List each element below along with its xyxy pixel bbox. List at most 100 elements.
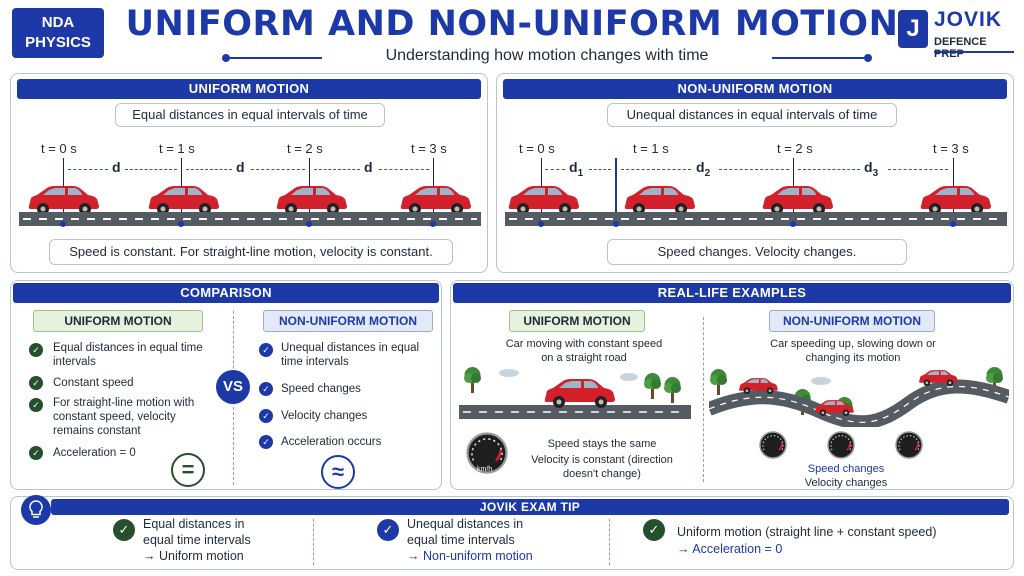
tip-2-result: → Non-uniform motion xyxy=(407,549,533,563)
uniform-gap-arrow-1a xyxy=(68,169,108,170)
uniform-caption: Speed is constant. For straight-line mot… xyxy=(49,239,453,265)
exam-tip-header: JOVIK EXAM TIP xyxy=(51,499,1009,515)
vs-badge: VS xyxy=(216,370,250,404)
check-icon: ✓ xyxy=(259,382,273,396)
comparison-nonuniform-item-4: Acceleration occurs xyxy=(281,436,382,448)
uniform-gap-arrow-3a xyxy=(314,169,360,170)
comparison-divider-top xyxy=(233,311,234,393)
approx-icon: ≈ xyxy=(321,455,355,489)
nonuniform-distance-1: d1 xyxy=(569,159,584,179)
curvy-road-scene xyxy=(709,367,1009,427)
tip-1-result: → Uniform motion xyxy=(143,549,244,563)
uniform-gap-arrow-2a xyxy=(186,169,232,170)
tip-1-line-1: Equal distances in xyxy=(143,517,245,531)
comparison-header: COMPARISON xyxy=(13,283,439,303)
comparison-panel: COMPARISON UNIFORM MOTION NON-UNIFORM MO… xyxy=(10,280,442,490)
badge-line-2: PHYSICS xyxy=(25,34,91,51)
exam-tip-panel: JOVIK EXAM TIP ✓ Equal distances in equa… xyxy=(10,495,1014,570)
comparison-nonuniform-item-2: Speed changes xyxy=(281,383,361,395)
nda-physics-badge: NDA PHYSICS xyxy=(12,8,104,58)
comparison-uniform-item-4: Acceleration = 0 xyxy=(53,447,136,459)
check-icon: ✓ xyxy=(377,519,399,541)
uniform-road xyxy=(19,212,481,226)
comparison-divider-bottom xyxy=(233,407,234,485)
nonuniform-time-0: t = 0 s xyxy=(519,141,555,156)
logo-mark-icon: J xyxy=(898,10,928,48)
nonuniform-time-2: t = 2 s xyxy=(777,141,813,156)
examples-header: REAL-LIFE EXAMPLES xyxy=(453,283,1011,303)
check-icon: ✓ xyxy=(259,435,273,449)
nonuniform-motion-header: NON-UNIFORM MOTION xyxy=(503,79,1007,99)
tip-3-line-1: Uniform motion (straight line + constant… xyxy=(677,525,937,539)
nonuniform-position-dot-3 xyxy=(950,221,956,227)
nonuniform-gap-arrow-3b xyxy=(888,169,948,170)
nonuniform-time-1: t = 1 s xyxy=(633,141,669,156)
nonuniform-time-3: t = 3 s xyxy=(933,141,969,156)
uniform-gap-arrow-3b xyxy=(379,169,429,170)
tip-divider-2 xyxy=(609,519,610,565)
nonuniform-road xyxy=(505,212,1007,226)
check-icon: ✓ xyxy=(29,446,43,460)
nonuniform-distance-3: d3 xyxy=(864,159,879,179)
tip-3-result: → Acceleration = 0 xyxy=(677,542,783,556)
check-icon: ✓ xyxy=(113,519,135,541)
uniform-position-dot-0 xyxy=(60,221,66,227)
changing-speedometers xyxy=(759,431,923,459)
lightbulb-icon xyxy=(21,495,51,525)
subtitle-bar: Understanding how motion changes with ti… xyxy=(222,47,872,67)
check-icon: ✓ xyxy=(259,409,273,423)
nonuniform-position-dot-2 xyxy=(790,221,796,227)
uniform-position-dot-1 xyxy=(178,221,184,227)
subtitle-dot-right xyxy=(864,54,872,62)
uniform-distance-1: d xyxy=(112,159,121,175)
gauge-unit: km/h xyxy=(477,466,493,473)
nonuniform-position-dot-1 xyxy=(613,221,619,227)
nonuniform-gap-arrow-1b xyxy=(589,169,611,170)
uniform-gap-arrow-2b xyxy=(251,169,305,170)
tip-1-line-2: equal time intervals xyxy=(143,533,251,547)
uniform-time-0: t = 0 s xyxy=(41,141,77,156)
comparison-uniform-item-3: For straight-line motion with constant s… xyxy=(53,397,195,437)
uniform-time-3: t = 3 s xyxy=(411,141,447,156)
uniform-position-dot-3 xyxy=(430,221,436,227)
real-life-examples-panel: REAL-LIFE EXAMPLES UNIFORM MOTION Car mo… xyxy=(450,280,1014,490)
nonuniform-position-dot-0 xyxy=(538,221,544,227)
check-icon: ✓ xyxy=(29,398,43,412)
nonuniform-caption: Speed changes. Velocity changes. xyxy=(607,239,907,265)
tip-2-line-1: Unequal distances in xyxy=(407,517,524,531)
uniform-gap-arrow-1b xyxy=(125,169,177,170)
badge-line-1: NDA xyxy=(41,14,75,31)
check-icon: ✓ xyxy=(643,519,665,541)
examples-nonuniform-description: Car speeding up, slowing down or changin… xyxy=(770,338,936,364)
logo-subtitle: DEFENCE PREP xyxy=(934,36,987,60)
nonuniform-gap-arrow-3a xyxy=(798,169,860,170)
jovik-logo: J JOVIK DEFENCE PREP xyxy=(898,8,1016,60)
examples-uniform-note-1: Speed stays the same xyxy=(547,438,657,450)
equals-icon: = xyxy=(171,453,205,487)
logo-underline xyxy=(934,51,1014,53)
uniform-road-markings xyxy=(23,218,477,220)
uniform-distance-3: d xyxy=(364,159,373,175)
comparison-uniform-item-1: Equal distances in equal time intervals xyxy=(53,342,203,368)
examples-nonuniform-note-1: Speed changes xyxy=(807,463,885,475)
subtitle-dot-left xyxy=(222,54,230,62)
straight-road-scene xyxy=(459,367,691,419)
nonuniform-motion-panel: NON-UNIFORM MOTION Unequal distances in … xyxy=(496,73,1014,273)
examples-uniform-title: UNIFORM MOTION xyxy=(509,310,645,332)
examples-nonuniform-title: NON-UNIFORM MOTION xyxy=(769,310,935,332)
nonuniform-gap-arrow-1a xyxy=(545,169,565,170)
uniform-definition: Equal distances in equal intervals of ti… xyxy=(115,103,385,127)
uniform-position-dot-2 xyxy=(306,221,312,227)
check-icon: ✓ xyxy=(259,343,273,357)
examples-uniform-note-2: Velocity is constant (direction doesn't … xyxy=(531,454,673,480)
page-subtitle: Understanding how motion changes with ti… xyxy=(322,47,772,65)
check-icon: ✓ xyxy=(29,343,43,357)
nonuniform-definition: Unequal distances in equal intervals of … xyxy=(607,103,897,127)
comparison-uniform-item-2: Constant speed xyxy=(53,377,134,389)
nonuniform-marker-1 xyxy=(615,158,617,224)
check-icon: ✓ xyxy=(29,376,43,390)
tip-divider-1 xyxy=(313,519,314,565)
nonuniform-road-markings xyxy=(509,218,1003,220)
comparison-uniform-title: UNIFORM MOTION xyxy=(33,310,203,332)
uniform-time-1: t = 1 s xyxy=(159,141,195,156)
